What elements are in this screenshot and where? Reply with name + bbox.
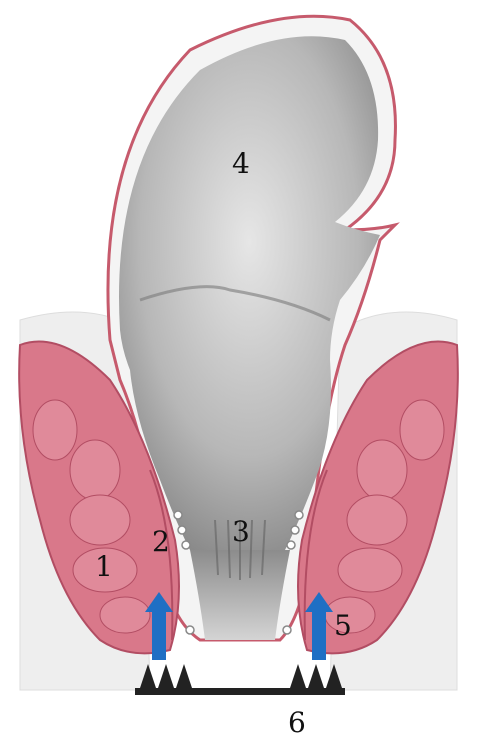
spiked-plate bbox=[135, 664, 345, 695]
label-3: 3 bbox=[232, 518, 250, 546]
label-2: 2 bbox=[152, 528, 170, 556]
label-1: 1 bbox=[95, 553, 113, 581]
label-5: 5 bbox=[334, 612, 352, 640]
label-6: 6 bbox=[288, 709, 306, 737]
label-4: 4 bbox=[232, 150, 250, 178]
